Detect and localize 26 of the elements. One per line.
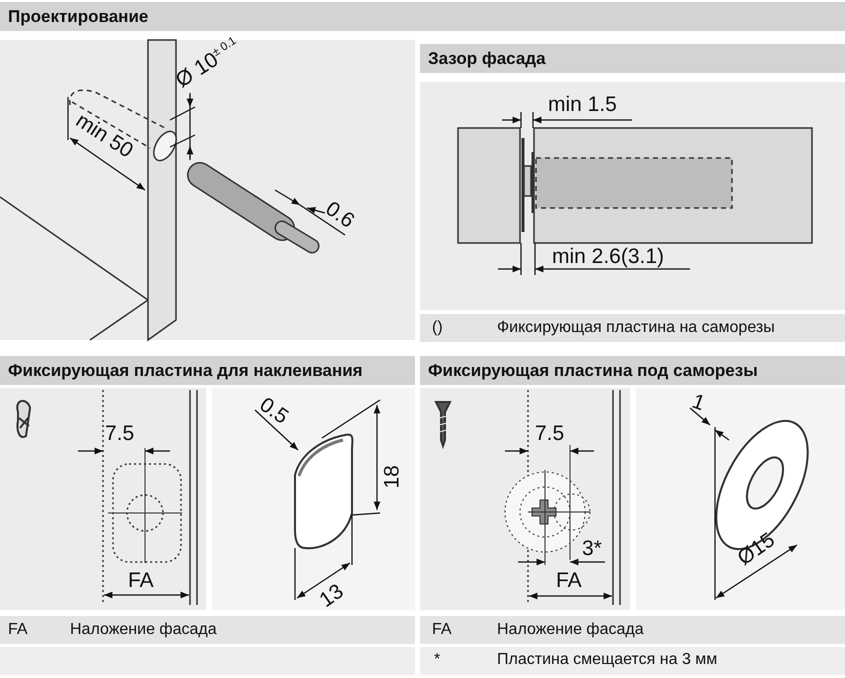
legend-text: Наложение фасада <box>70 622 217 638</box>
dimension-label: min 1.5 <box>548 94 617 115</box>
legend-key: () <box>432 320 443 336</box>
section-heading: Фиксирующая пластина для наклеивания <box>0 356 415 385</box>
section-heading: Проектирование <box>0 2 845 31</box>
dimension-label: 0.5 <box>256 394 292 428</box>
legend-text: Наложение фасада <box>497 622 644 638</box>
dimension-label: Ø15 <box>734 529 779 570</box>
legend-key: FA <box>432 622 452 638</box>
section-heading: Зазор фасада <box>420 44 845 73</box>
dimension-label: 7.5 <box>535 423 564 444</box>
dimension-label: min 50 <box>72 110 137 162</box>
legend-text: Фиксирующая пластина на саморезы <box>497 320 775 336</box>
section-heading: Фиксирующая пластина под саморезы <box>420 356 845 385</box>
dimension-label: 1 <box>689 390 708 414</box>
legend-text: Пластина смещается на 3 мм <box>497 652 718 668</box>
dimension-label: 3* <box>582 538 602 559</box>
dimension-label: FA <box>128 570 154 591</box>
dimension-label: 7.5 <box>105 423 134 444</box>
dimension-label: FA <box>556 570 582 591</box>
legend-key: FA <box>8 622 28 638</box>
dimension-label: 0.6 <box>322 198 358 232</box>
dimension-label: 13 <box>316 580 348 612</box>
legend-key: * <box>434 652 440 668</box>
dimension-label: min 2.6(3.1) <box>552 246 664 267</box>
dimension-label: 18 <box>382 465 402 488</box>
